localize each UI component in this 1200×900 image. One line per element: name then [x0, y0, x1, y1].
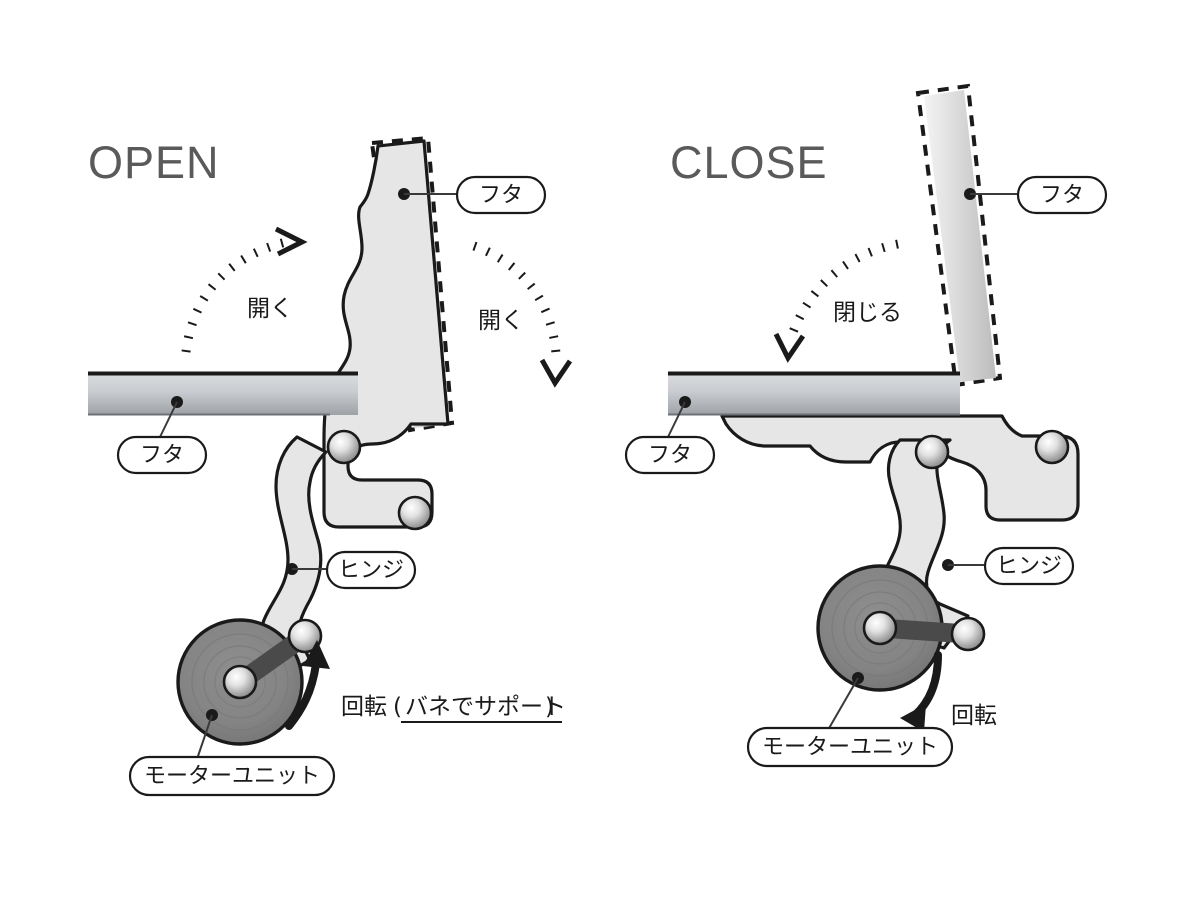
open-motor-ring-3: [214, 656, 266, 708]
open-arrow-left-head: [274, 226, 308, 257]
open-lid-panel-callout-label: フタ: [140, 443, 184, 468]
close-hinge-callout-label: ヒンジ: [996, 554, 1062, 579]
close-motor-callout-pill: [746, 726, 954, 768]
close-lid-panel-callout-leader: [667, 401, 686, 438]
open-pivot-ball-lower: [397, 495, 433, 531]
close-arrow-label: 閉じる: [833, 300, 902, 326]
close-motor-center-ball: [862, 610, 898, 646]
open-rotation-note: バネでサポート: [405, 694, 566, 720]
open-arrow-right-arc: [472, 241, 561, 355]
close-rotation-label: 回転: [951, 703, 997, 729]
close-pivot-ball-outer: [1034, 429, 1070, 465]
open-lid-panel-body: [88, 372, 358, 415]
open-motor-ring-1: [191, 633, 289, 731]
close-lid-panel-body: [668, 372, 960, 415]
close-motor-callout-leader: [827, 677, 859, 731]
close-hinge-bracket-upper: [720, 414, 1080, 522]
open-hinge-callout-pill: [325, 550, 417, 590]
open-lid-tilted-callout-pill: [455, 175, 547, 215]
close-lid-panel-callout-pill: [624, 435, 716, 475]
open-rotation-arc: [285, 660, 320, 730]
close-lid-panel-callout-label: フタ: [648, 443, 692, 468]
open-rotation-paren-open: (: [393, 694, 402, 720]
panel-open: OPEN: [88, 135, 573, 797]
close-lid-tilted-callout-label: フタ: [1040, 183, 1084, 208]
open-motor-callout-leader: [195, 714, 213, 763]
close-hinge-callout-pill: [983, 546, 1075, 586]
close-crank-end-ball: [950, 616, 986, 652]
close-lid-tilted-body: [924, 90, 996, 382]
panel-title-close: CLOSE: [670, 137, 828, 188]
open-arrow-right-head: [539, 358, 573, 388]
close-lid-ghost-outline: [915, 83, 1003, 388]
open-hinge-bracket-upper: [322, 139, 450, 529]
close-lid-tilted-callout-pill: [1016, 175, 1108, 215]
open-lid-panel-callout-leader: [159, 401, 178, 438]
close-rotation-arrowhead: [900, 704, 926, 732]
open-arrow-right-label: 開く: [478, 308, 524, 334]
open-motor-callout-pill: [128, 755, 336, 797]
close-pivot-ball-inner: [914, 434, 950, 470]
open-rotation-arrowhead: [303, 640, 330, 669]
open-crank-end-ball: [287, 618, 323, 654]
panel-close: CLOSE: [624, 83, 1108, 768]
open-motor-center-ball: [222, 664, 258, 700]
open-arrow-left-label: 開く: [247, 296, 293, 322]
open-pivot-ball-upper: [326, 429, 362, 465]
open-rotation-paren-close: ): [545, 694, 554, 720]
open-rotation-label: 回転: [341, 694, 387, 720]
open-motor-ring-2: [203, 645, 277, 719]
open-hinge-callout-label: ヒンジ: [338, 558, 404, 583]
close-arrow-head: [773, 332, 806, 363]
panel-title-open: OPEN: [88, 137, 220, 188]
open-lid-tilted-callout-label: フタ: [479, 183, 523, 208]
close-motor-callout-label: モーターユニット: [762, 735, 938, 760]
open-lid-panel-callout-pill: [116, 435, 208, 475]
open-motor-callout-label: モーターユニット: [144, 764, 320, 789]
